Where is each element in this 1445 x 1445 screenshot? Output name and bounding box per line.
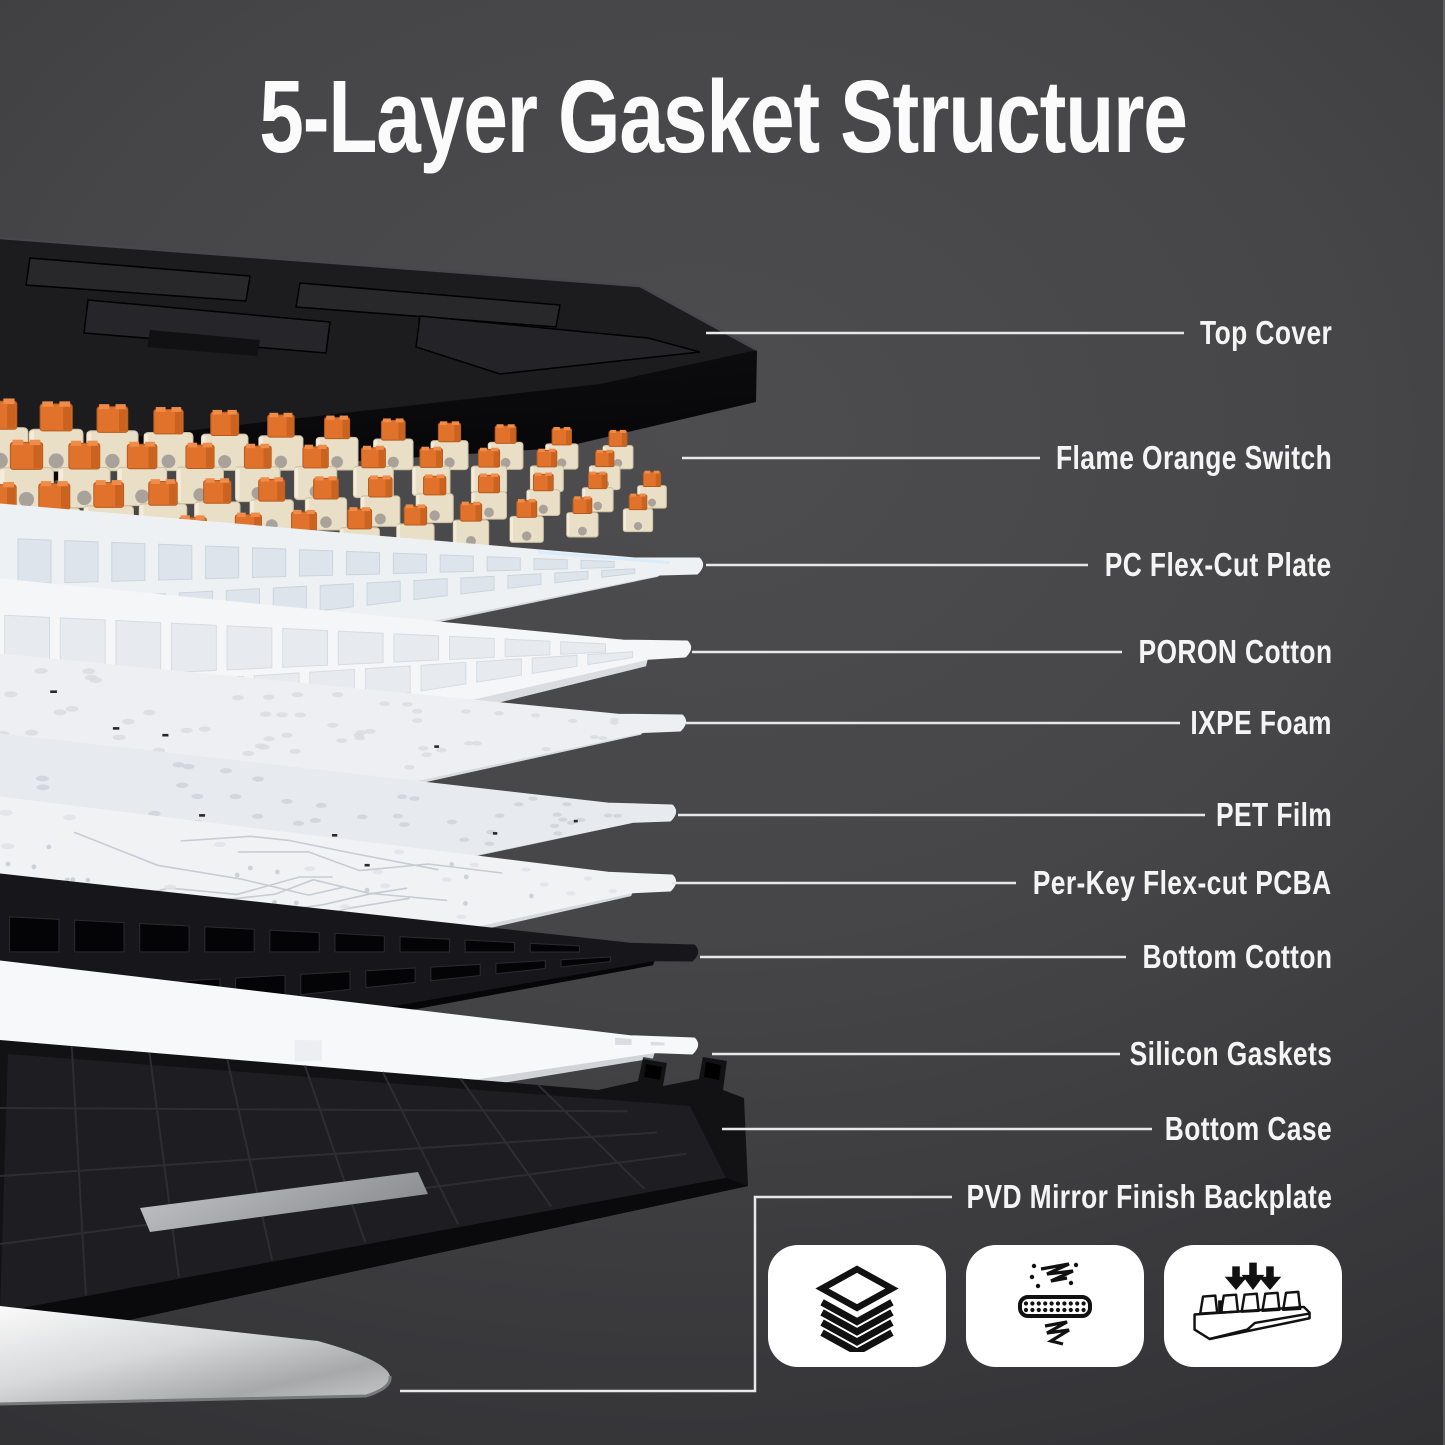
callout-plate: PC Flex-Cut Plate xyxy=(1105,546,1332,583)
callout-poron: PORON Cotton xyxy=(1138,633,1332,670)
leader-lines xyxy=(400,331,1205,1393)
page-title: 5-Layer Gasket Structure xyxy=(258,59,1188,174)
feature-card-dampening xyxy=(966,1245,1144,1367)
callout-top-cover: Top Cover xyxy=(1199,314,1332,351)
feature-card-gasket-mount xyxy=(1164,1245,1342,1367)
callout-pcba: Per-Key Flex-cut PCBA xyxy=(1033,864,1332,901)
callout-gaskets: Silicon Gaskets xyxy=(1129,1035,1332,1072)
callout-bottom-case: Bottom Case xyxy=(1164,1110,1332,1147)
sound-dampening-icon xyxy=(1018,1262,1092,1346)
leader-backplate xyxy=(400,1195,952,1393)
callout-ixpe: IXPE Foam xyxy=(1190,704,1332,741)
callout-switch: Flame Orange Switch xyxy=(1055,439,1332,476)
callout-bottom-cotton: Bottom Cotton xyxy=(1142,938,1332,975)
pvd-backplate-layer xyxy=(0,1306,392,1406)
stacked-layers-icon xyxy=(815,1265,899,1352)
gasket-mount-icon xyxy=(1193,1262,1311,1341)
bottom-case-layer xyxy=(0,1040,748,1348)
callout-pet: PET Film xyxy=(1215,796,1332,833)
callout-backplate: PVD Mirror Finish Backplate xyxy=(966,1178,1332,1215)
feature-card-layers xyxy=(768,1245,946,1367)
